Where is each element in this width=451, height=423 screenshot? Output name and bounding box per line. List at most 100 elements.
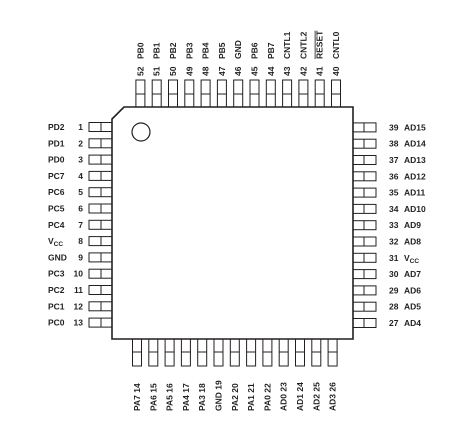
pin-name-label: GND <box>48 252 67 262</box>
pin-27-ad4: 27 AD4 <box>352 318 421 328</box>
pin-number-label: 37 <box>389 155 399 165</box>
pin-52-pb0: 52 PB0 <box>135 42 146 108</box>
pin-name-label: GND <box>233 40 243 59</box>
pin-name-label: AD4 <box>404 318 421 328</box>
pin-33-ad9: 33 AD9 <box>352 220 421 231</box>
pin-number-label: 28 <box>389 302 399 312</box>
pin-22-pa0: PA0 22 <box>262 338 273 411</box>
pin-number-label: 52 <box>135 66 145 76</box>
pin-name-label: PC0 <box>48 318 65 328</box>
pin-6-pc5: PC5 6 <box>48 203 113 214</box>
pin-name-label: PD1 <box>48 138 65 148</box>
pin-28-ad5: 28 AD5 <box>352 301 421 312</box>
pin-name-label: VCC <box>404 253 419 265</box>
pin-label: PA7 14 <box>132 383 142 411</box>
pin-name-label: PC1 <box>48 301 65 311</box>
pin-name-label: PB0 <box>135 42 145 59</box>
pin-name-label: AD7 <box>404 269 421 279</box>
pin-35-ad11: 35 AD11 <box>352 187 426 198</box>
pin-24-ad1: AD1 24 <box>295 338 305 411</box>
pin-name-label: AD6 <box>404 285 421 295</box>
pin-number-label: 30 <box>389 269 399 279</box>
pin-name-label: PC5 <box>48 204 65 214</box>
pin-number-label: 8 <box>78 236 83 246</box>
pin-number-label: 39 <box>389 122 399 132</box>
pin-name-label: AD11 <box>404 188 426 198</box>
pin-name-label: PB7 <box>266 42 276 59</box>
pin-name-label: AD14 <box>404 139 426 149</box>
pin-number-label: 49 <box>184 66 194 76</box>
pin-30-ad7: 30 AD7 <box>352 269 421 280</box>
pin-number-label: 43 <box>282 66 292 76</box>
pin-18-pa3: PA3 18 <box>197 338 208 411</box>
pin-number-label: 27 <box>389 318 399 328</box>
pin-number-label: 40 <box>331 66 341 76</box>
pin-name-label: PB2 <box>168 42 178 59</box>
pin-label: PA5 16 <box>165 383 175 411</box>
pin-29-ad6: 29 AD6 <box>352 285 421 296</box>
pin-label: AD2 25 <box>311 382 321 411</box>
pin-name-label: PB3 <box>184 42 194 59</box>
pin-19-gnd: GND 19 <box>213 338 224 411</box>
pin-name-label: PD2 <box>48 122 65 132</box>
pin-number-label: 7 <box>78 220 83 230</box>
pin-20-pa2: PA2 20 <box>229 338 240 411</box>
pin-number-label: 2 <box>78 138 83 148</box>
pin-number-label: 35 <box>389 188 399 198</box>
pin-name-label: AD5 <box>404 302 421 312</box>
pin-number-label: 41 <box>315 66 325 76</box>
pin-45-pb6: 45 PB6 <box>249 42 260 108</box>
pin-name-label: PB1 <box>152 42 162 59</box>
pin-1-indicator-circle <box>131 122 151 142</box>
pin-number-label: 29 <box>389 285 399 295</box>
pin-2-pd1: PD1 2 <box>48 138 113 149</box>
pin-17-pa4: PA4 17 <box>180 338 191 411</box>
pin-49-pb3: 49 PB3 <box>184 42 195 108</box>
pin-number-label: 36 <box>389 171 399 181</box>
pin-41-reset: 41 RESET <box>314 30 325 108</box>
pin-number-label: 13 <box>74 318 84 328</box>
pin-number-label: 6 <box>78 204 83 214</box>
pin-number-label: 10 <box>74 269 84 279</box>
pin-50-pb2: 50 PB2 <box>168 42 178 108</box>
pin-number-label: 45 <box>250 66 260 76</box>
pin-number-label: 50 <box>168 66 178 76</box>
pin-name-label: VCC <box>48 236 63 248</box>
pin-label: AD0 23 <box>279 382 289 411</box>
pin-label: PA2 20 <box>230 383 240 411</box>
pin-label: PA4 17 <box>181 383 191 411</box>
pin-number-label: 11 <box>74 285 83 295</box>
pin-label: PA6 15 <box>148 383 158 411</box>
pin-number-label: 48 <box>201 66 211 76</box>
pin-name-label: RESET <box>315 30 325 59</box>
pin-number-label: 33 <box>389 220 399 230</box>
pin-name-label: PC7 <box>48 171 65 181</box>
pin-number-label: 3 <box>78 155 83 165</box>
pin-21-pa1: PA1 21 <box>246 338 257 411</box>
pin-1-pd2: PD2 1 <box>48 122 113 132</box>
pin-number-label: 1 <box>78 122 83 132</box>
pin-name-label: PC4 <box>48 220 65 230</box>
pin-name-label: PB6 <box>250 42 260 59</box>
pin-name-label: AD9 <box>404 220 421 230</box>
pin-label: AD1 24 <box>295 382 305 411</box>
pin-number-label: 31 <box>389 253 399 263</box>
